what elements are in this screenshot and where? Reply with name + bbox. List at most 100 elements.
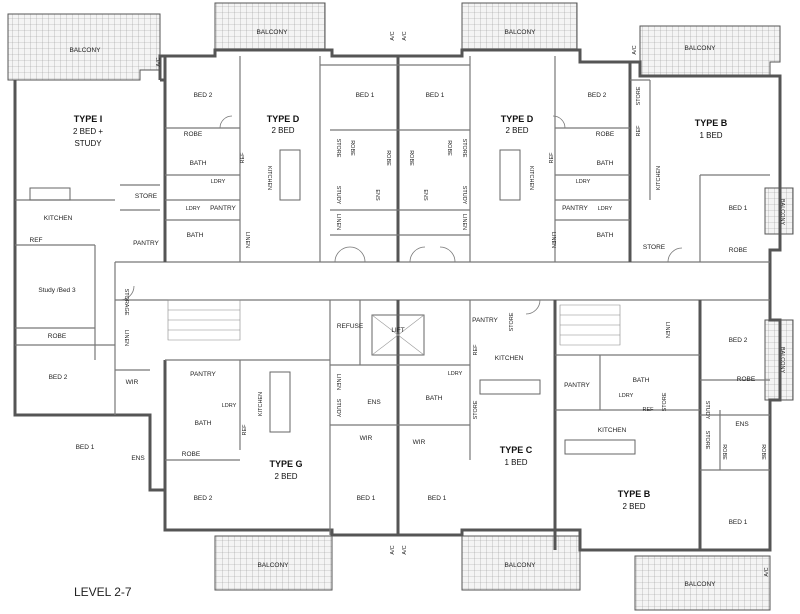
unit-desc: 2 BED: [271, 126, 294, 135]
unit-title: TYPE B: [618, 489, 651, 499]
room-label: BATH: [633, 377, 650, 384]
unit-title: TYPE I: [74, 114, 103, 124]
ac-label: A/C: [764, 567, 770, 576]
room-label: WIR: [360, 435, 373, 442]
room-label: STUDY: [461, 186, 467, 205]
room-label: STORE: [704, 431, 710, 450]
room-label: BED 2: [588, 92, 607, 99]
room-label: LINEN: [335, 374, 341, 390]
room-label: REF: [240, 152, 246, 164]
room-label: ROBE: [349, 140, 355, 156]
room-label: STORE: [135, 193, 158, 200]
ac-label: A/C: [402, 545, 408, 554]
ac-label: A/C: [390, 545, 396, 554]
ac-label: A/C: [632, 45, 638, 54]
unit-desc: 2 BED: [622, 502, 645, 511]
balcony-label: BALCONY: [684, 581, 716, 588]
room-label: ROBE: [385, 150, 391, 166]
room-label: BATH: [597, 232, 614, 239]
room-label: BED 1: [426, 92, 445, 99]
balcony-label: BALCONY: [69, 47, 101, 54]
room-label: LINEN: [461, 214, 467, 230]
room-label: WIR: [413, 439, 426, 446]
room-label: BED 1: [729, 205, 748, 212]
room-label: PANTRY: [562, 205, 588, 212]
ac-label: A/C: [156, 57, 162, 66]
walls: [13, 48, 782, 552]
room-label: KITCHEN: [495, 355, 524, 362]
room-label: ENS: [735, 421, 749, 428]
level-label: LEVEL 2-7: [74, 585, 132, 599]
room-label: LDRY: [619, 393, 634, 399]
room-label: PANTRY: [210, 205, 236, 212]
unit-title: TYPE C: [500, 445, 533, 455]
unit-title: TYPE G: [269, 459, 302, 469]
room-label: PANTRY: [190, 371, 216, 378]
room-label: ROBE: [737, 376, 756, 383]
room-label: BATH: [187, 232, 204, 239]
room-label: KITCHEN: [266, 166, 272, 190]
balcony-type-i: [7, 13, 161, 81]
room-label: BATH: [597, 160, 614, 167]
unit-title: TYPE D: [267, 114, 300, 124]
room-label: KITCHEN: [44, 215, 73, 222]
room-label: ROBE: [596, 131, 615, 138]
balcony-label: BALCONY: [504, 562, 536, 569]
room-label: STORAGE: [123, 289, 129, 316]
room-label: ENS: [374, 189, 380, 201]
balcony-type-b-bottom: [634, 555, 771, 611]
room-label: ENS: [367, 399, 381, 406]
room-label: STORE: [473, 400, 479, 419]
room-label: LINEN: [244, 232, 250, 248]
room-label: LINEN: [335, 214, 341, 230]
room-label: PANTRY: [472, 317, 498, 324]
fixtures: [29, 149, 636, 455]
ac-label: A/C: [402, 31, 408, 40]
room-label: BED 1: [76, 444, 95, 451]
room-label: KITCHEN: [656, 166, 662, 190]
room-label: STUDY: [704, 401, 710, 420]
balcony-label: BALCONY: [257, 562, 289, 569]
balcony-label: BALCONY: [684, 45, 716, 52]
room-label: REFUSE: [337, 323, 364, 330]
room-label: LINEN: [664, 322, 670, 338]
room-label: LDRY: [211, 179, 226, 185]
room-label: WIR: [126, 379, 139, 386]
room-label: ROBE: [446, 140, 452, 156]
room-label: PANTRY: [133, 240, 159, 247]
room-label: BED 2: [49, 374, 68, 381]
unit-desc: 1 BED: [699, 131, 722, 140]
unit-title: TYPE D: [501, 114, 534, 124]
room-label: REF: [30, 237, 43, 244]
room-label: LDRY: [576, 179, 591, 185]
room-label: BED 2: [194, 92, 213, 99]
room-label: REF: [473, 344, 479, 356]
balconies: [7, 2, 794, 611]
room-label: LIFT: [391, 327, 404, 334]
room-label: LINEN: [550, 232, 556, 248]
room-label: ROBE: [760, 444, 766, 460]
room-label: LINEN: [123, 330, 129, 346]
room-label: ROBE: [721, 444, 727, 460]
room-label: BED 2: [729, 337, 748, 344]
room-label: BATH: [426, 395, 443, 402]
balcony-label: BALCONY: [256, 29, 288, 36]
room-label: STORE: [509, 312, 515, 331]
room-label: STORE: [335, 139, 341, 158]
room-label: STORE: [643, 244, 666, 251]
balcony-label: BALCONY: [779, 347, 785, 374]
room-label: BATH: [190, 160, 207, 167]
balcony-label: BALCONY: [504, 29, 536, 36]
unit-desc: 2 BED: [505, 126, 528, 135]
room-label: BED 1: [356, 92, 375, 99]
balcony-type-d-right: [461, 2, 578, 50]
balcony-type-c: [461, 535, 581, 591]
room-label: ROBE: [729, 247, 748, 254]
room-label: KITCHEN: [528, 166, 534, 190]
room-label: ENS: [422, 189, 428, 201]
unit-title: TYPE B: [695, 118, 728, 128]
balcony-type-g: [214, 535, 333, 591]
room-label: ROBE: [408, 150, 414, 166]
room-label: STORE: [662, 392, 668, 411]
